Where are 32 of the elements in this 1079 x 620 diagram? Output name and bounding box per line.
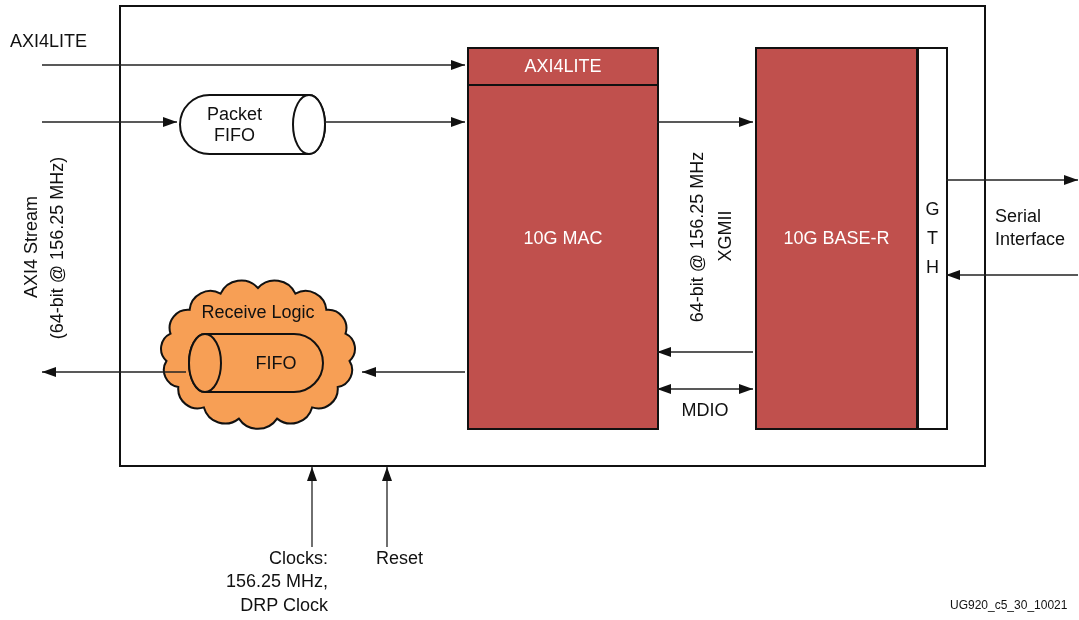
transceiver-strip xyxy=(917,47,948,430)
arrow xyxy=(656,117,754,127)
signal-label: AXI4LITE xyxy=(10,30,88,53)
arrow xyxy=(945,175,1079,185)
arrow xyxy=(382,466,392,548)
arrow xyxy=(41,367,187,377)
node-label: FIFO xyxy=(255,352,297,374)
mac-block xyxy=(467,47,659,430)
signal-label: (64-bit @ 156.25 MHz) xyxy=(46,156,69,340)
signal-label: UG920_c5_30_10021 xyxy=(950,598,1068,614)
arrow xyxy=(307,466,317,548)
system-box xyxy=(119,5,986,467)
node-label: Receive Logic xyxy=(201,302,315,323)
node-label: Packet FIFO xyxy=(206,103,263,146)
arrow xyxy=(41,60,466,70)
arrow xyxy=(361,367,466,377)
node-label: 10G MAC xyxy=(523,228,603,249)
arrow xyxy=(323,117,466,127)
node-label: GTH xyxy=(924,198,941,279)
node-label: AXI4LITE xyxy=(524,56,602,77)
signal-label: Reset xyxy=(376,547,440,573)
signal-label: XGMII xyxy=(714,210,737,262)
signal-label: Serial Interface xyxy=(995,205,1067,252)
arrow xyxy=(656,347,754,357)
arrow xyxy=(945,270,1079,280)
phy-block xyxy=(755,47,918,430)
arrow xyxy=(656,384,754,394)
node-label: 10G BASE-R xyxy=(783,228,890,249)
signal-label: AXI4 Stream xyxy=(20,196,43,298)
arrow xyxy=(41,117,178,127)
signal-label: 64-bit @ 156.25 MHz xyxy=(686,151,709,323)
signal-label: Clocks: 156.25 MHz, DRP Clock xyxy=(214,547,328,617)
